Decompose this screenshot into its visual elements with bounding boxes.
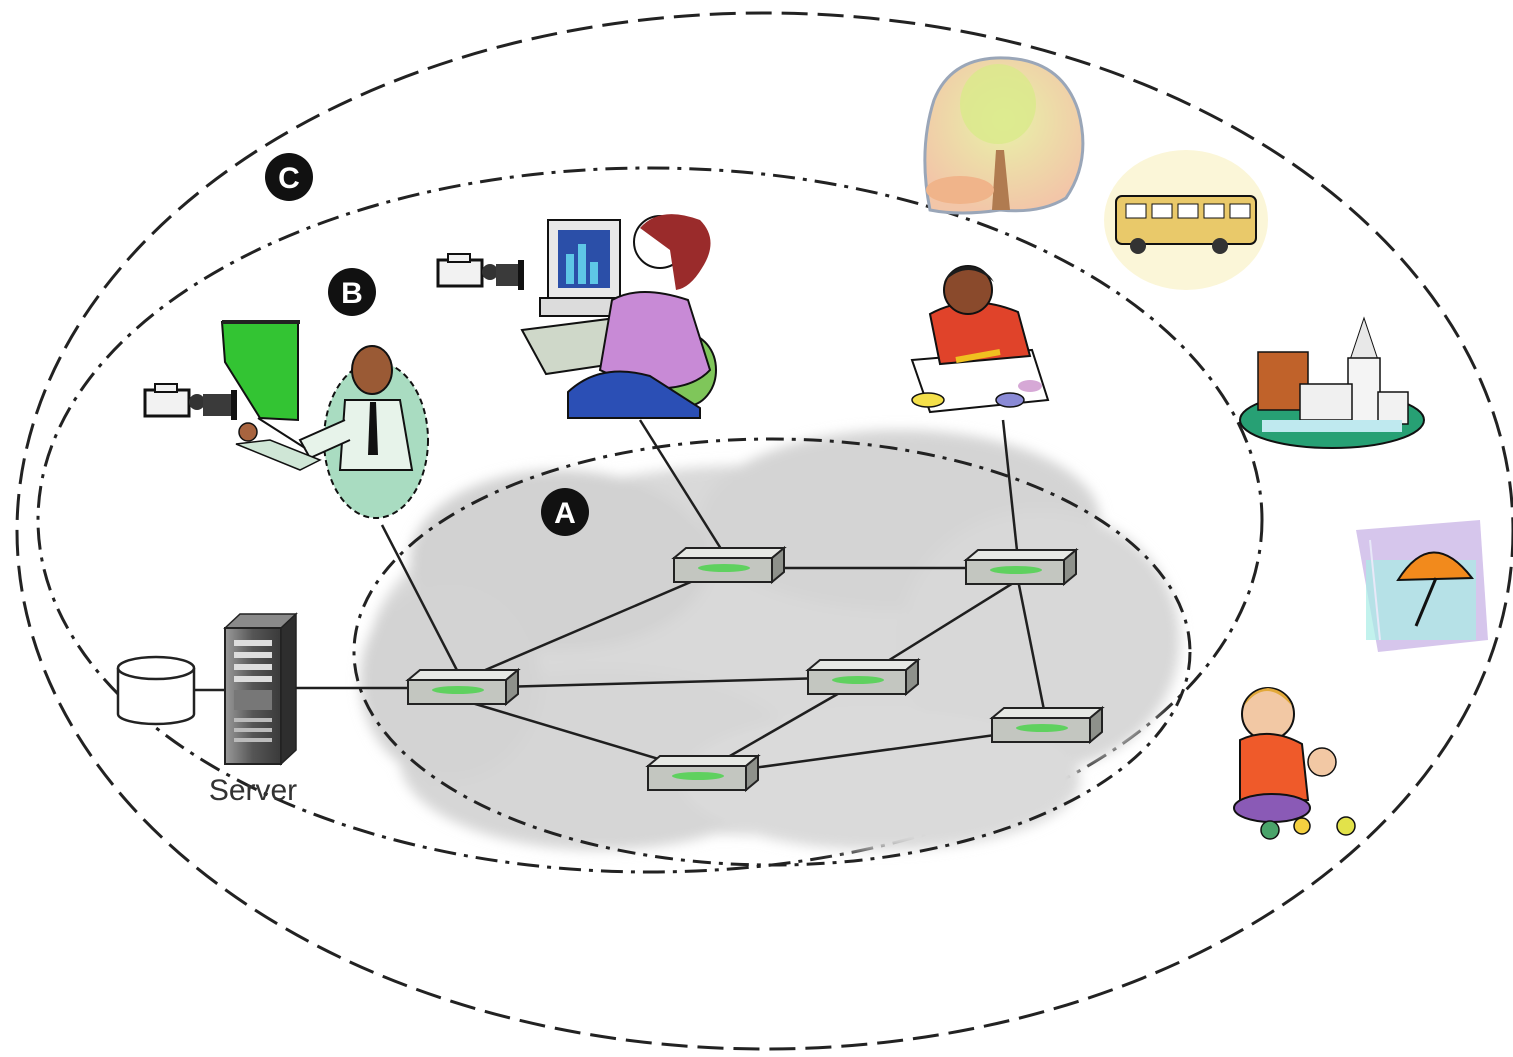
server-label: Server bbox=[209, 774, 297, 807]
computer-user-icon bbox=[520, 214, 717, 419]
zone-b-boundary bbox=[36, 166, 1264, 874]
student-writing-icon bbox=[910, 265, 1050, 414]
zone-c-boundary bbox=[15, 11, 1513, 1051]
presenter-icon bbox=[220, 320, 429, 519]
router-icon bbox=[671, 545, 787, 585]
zone-a-boundary bbox=[352, 437, 1192, 867]
link-presenter-router1 bbox=[380, 524, 464, 681]
town-buildings-icon bbox=[1239, 316, 1425, 449]
zone-c-label-text: C bbox=[278, 162, 300, 195]
school-bus-icon bbox=[1104, 150, 1268, 290]
network-cloud-icon bbox=[360, 430, 1180, 850]
zone-a-label-text: A bbox=[554, 497, 576, 530]
link-router1-router2 bbox=[461, 564, 729, 682]
router-icon bbox=[989, 705, 1105, 745]
umbrella-rain-icon bbox=[1356, 520, 1488, 652]
zone-b-label: B bbox=[328, 268, 376, 316]
link-worker-router2 bbox=[638, 419, 730, 561]
tree-icon bbox=[923, 56, 1085, 215]
link-router1-router3 bbox=[461, 675, 863, 690]
child-playing-icon bbox=[1233, 687, 1356, 840]
zone-b-label-text: B bbox=[341, 277, 363, 310]
router-icon bbox=[645, 753, 761, 793]
zone-c-label: C bbox=[265, 153, 313, 201]
video-camera-icon bbox=[436, 253, 524, 290]
server-tower-icon bbox=[223, 612, 298, 766]
link-router5-router6 bbox=[1016, 579, 1048, 721]
router-icon bbox=[405, 667, 521, 707]
link-student-router5 bbox=[1001, 419, 1020, 561]
router-icon bbox=[963, 547, 1079, 587]
video-camera-icon bbox=[143, 383, 237, 420]
link-router4-router6 bbox=[701, 726, 1047, 777]
zone-a-label: A bbox=[541, 488, 589, 536]
database-cylinder-icon bbox=[116, 655, 196, 726]
router-icon bbox=[805, 657, 921, 697]
